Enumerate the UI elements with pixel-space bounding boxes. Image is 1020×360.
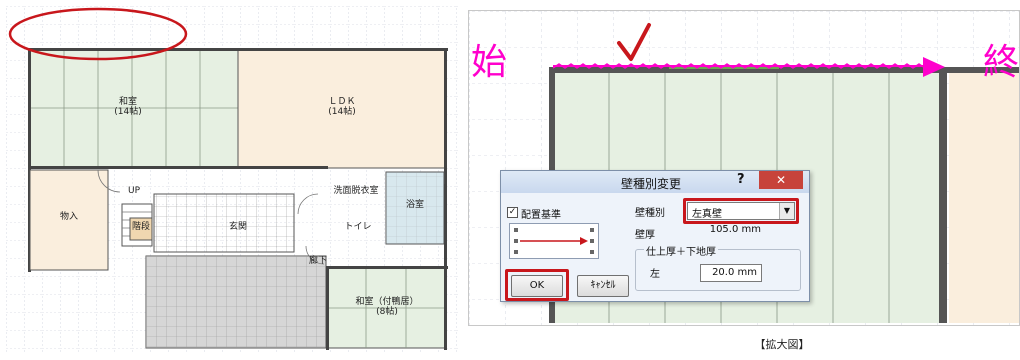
left-thickness-input[interactable]: 20.0 mm — [700, 264, 762, 282]
wall-type-label: 壁種別 — [635, 208, 665, 219]
wall-type-value: 左真壁 — [692, 209, 722, 220]
help-button[interactable]: ? — [737, 172, 745, 187]
placement-arrow-icon — [514, 228, 594, 254]
room-ldk-label: ＬＤＫ(14帖) — [328, 97, 356, 117]
dialog-title: 壁種別変更 — [621, 177, 682, 191]
room-genkan-label: 玄関 — [228, 222, 248, 233]
wall-type-change-dialog: 壁種別変更 ? ✕ ✓ 配置基準 壁種別 左真壁 ▼ 壁厚 105.0 mm 仕… — [500, 170, 810, 302]
left-thickness-value: 20.0 mm — [712, 267, 757, 278]
close-button[interactable]: ✕ — [759, 171, 803, 189]
room-washroom-label: 洗面脱衣室 — [333, 186, 379, 197]
room-toilet-label: トイレ — [344, 222, 372, 233]
room-washitsu-8-label: 和室（付鴨居）(8帖) — [355, 297, 419, 317]
floor-plan-panel: 和室(14帖) ＬＤＫ(14帖) 物入 UP 階段 玄関 洗面脱衣室 浴室 トイ… — [6, 6, 460, 352]
wall-type-highlight — [683, 198, 799, 224]
room-stairs-label: 階段 — [131, 222, 151, 233]
thickness-value: 105.0 mm — [709, 224, 761, 235]
placement-preview — [509, 223, 599, 259]
finish-thickness-group: 仕上厚＋下地厚 左 20.0 mm — [635, 243, 801, 291]
placement-label: 配置基準 — [521, 210, 561, 221]
stair-up-label: UP — [127, 186, 141, 197]
finish-thickness-label: 仕上厚＋下地厚 — [644, 243, 718, 258]
room-hallway-label: 廊下 — [308, 256, 328, 267]
thickness-label: 壁厚 — [635, 230, 655, 241]
floor-plan-drawing — [6, 6, 460, 352]
ok-highlight — [505, 269, 569, 301]
cancel-button[interactable]: ｷｬﾝｾﾙ — [577, 275, 629, 297]
end-label: 終 — [983, 42, 1020, 83]
room-washitsu-14-label: 和室(14帖) — [114, 97, 142, 117]
left-label: 左 — [650, 269, 660, 280]
zoom-caption: 【拡大図】 — [754, 338, 810, 351]
dialog-titlebar[interactable]: 壁種別変更 ? ✕ — [501, 171, 809, 193]
placement-checkbox[interactable]: ✓ — [507, 207, 518, 218]
wall-type-select[interactable]: 左真壁 ▼ — [687, 202, 795, 220]
room-storage-label: 物入 — [59, 212, 79, 223]
room-bath-label: 浴室 — [405, 200, 425, 211]
chevron-down-icon[interactable]: ▼ — [779, 203, 794, 219]
ok-button[interactable]: OK — [511, 275, 563, 297]
start-label: 始 — [471, 42, 508, 83]
